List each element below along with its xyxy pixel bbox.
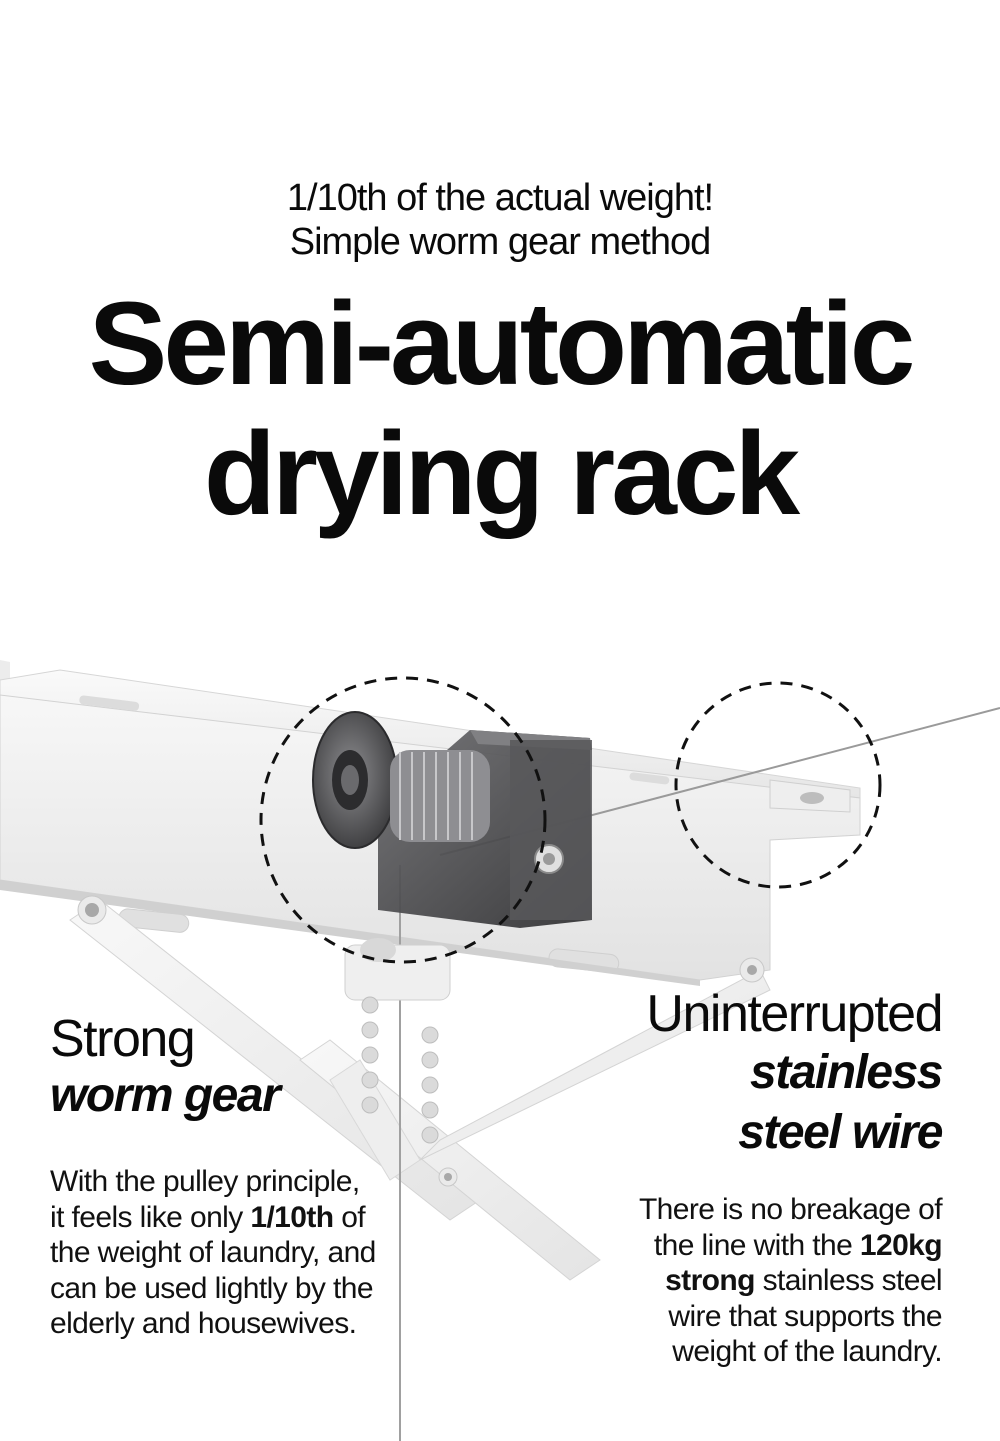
desc-line: There is no breakage of [638, 1193, 943, 1226]
desc-text: of [333, 1200, 366, 1234]
subtitle-line-1: 1/10th of the actual weight! [286, 177, 714, 219]
feature-heading-bold: stainless [750, 1046, 943, 1099]
desc-text: stainless steel [754, 1264, 943, 1297]
desc-emphasis: 120kg [859, 1228, 943, 1262]
title-line-1: Semi-automatic [88, 278, 916, 410]
desc-line: the weight of laundry, and [50, 1236, 376, 1269]
feature-worm-gear-description: With the pulley principle, it feels like… [50, 1164, 490, 1342]
subtitle-line-2: Simple worm gear method [289, 221, 712, 263]
title-line-2: drying rack [203, 408, 800, 540]
wire-highlight-circle [674, 681, 882, 889]
desc-emphasis: 1/10th [250, 1200, 334, 1234]
feature-heading-plain: Strong [50, 1010, 196, 1068]
desc-text: the line with the [653, 1228, 860, 1262]
feature-heading-bold: steel wire [738, 1106, 943, 1159]
worm-gear-unit [312, 711, 592, 928]
feature-steel-wire: Uninterrupted stainless steel wire [522, 985, 943, 1163]
desc-line: the line with the 120kg [522, 1228, 943, 1264]
desc-line: wire that supports the [668, 1299, 942, 1333]
desc-line: With the pulley principle, [50, 1165, 360, 1198]
desc-line: elderly and housewives. [50, 1307, 357, 1340]
feature-heading-plain: Uninterrupted [646, 985, 943, 1043]
desc-line: weight of the laundry. [672, 1335, 942, 1368]
desc-line: can be used lightly by the [50, 1271, 374, 1305]
gear-highlight-circle [259, 676, 547, 964]
feature-steel-wire-description: There is no breakage of the line with th… [522, 1192, 943, 1370]
drying-rack-illustration [0, 660, 1000, 1441]
desc-text: it feels like only [50, 1200, 251, 1234]
feature-worm-gear: Strong worm gear [50, 1010, 470, 1124]
feature-heading-bold: worm gear [50, 1069, 281, 1122]
desc-line: strong stainless steel [522, 1263, 943, 1299]
desc-emphasis: strong [665, 1264, 755, 1297]
desc-line: it feels like only 1/10th of [50, 1200, 490, 1236]
